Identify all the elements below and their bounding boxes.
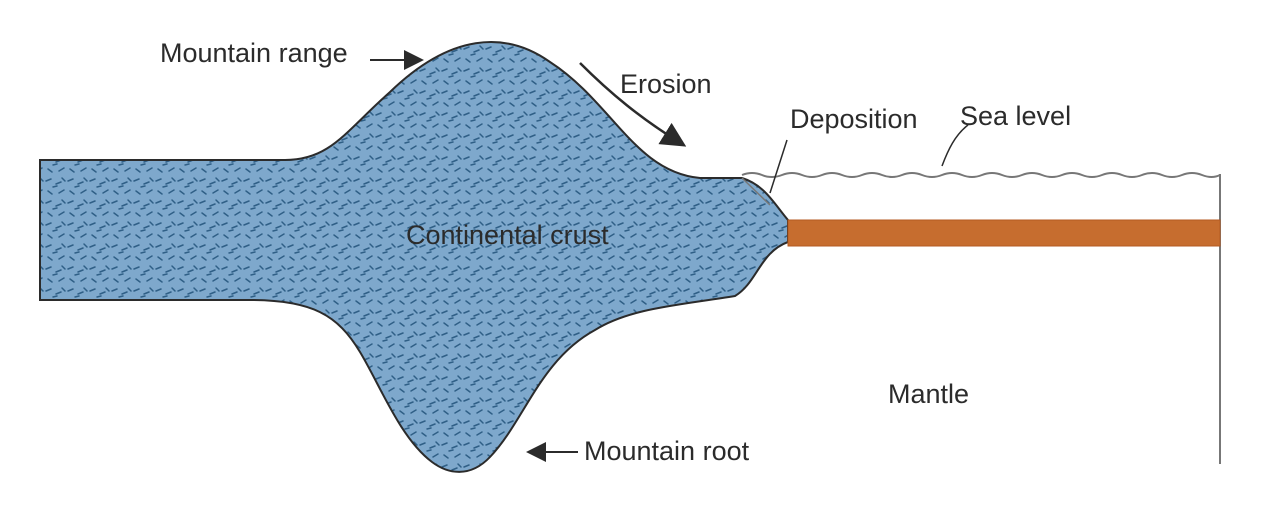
mountain-range-label: Mountain range xyxy=(160,38,348,68)
oceanic-crust-strip xyxy=(787,219,1221,247)
continental-crust-shape xyxy=(39,41,789,473)
sea-level-label: Sea level xyxy=(960,101,1071,131)
sea-level-leader-line xyxy=(941,124,969,167)
continental-crust-label: Continental crust xyxy=(406,220,609,250)
mantle-label: Mantle xyxy=(888,379,969,409)
deposition-label: Deposition xyxy=(790,104,918,134)
sea-level-line xyxy=(741,172,1221,178)
deposition-edge xyxy=(741,177,771,206)
erosion-arrow xyxy=(579,62,687,147)
mountain-root-label: Mountain root xyxy=(584,436,750,466)
deposition-leader-line xyxy=(769,139,788,194)
erosion-label: Erosion xyxy=(620,69,712,99)
